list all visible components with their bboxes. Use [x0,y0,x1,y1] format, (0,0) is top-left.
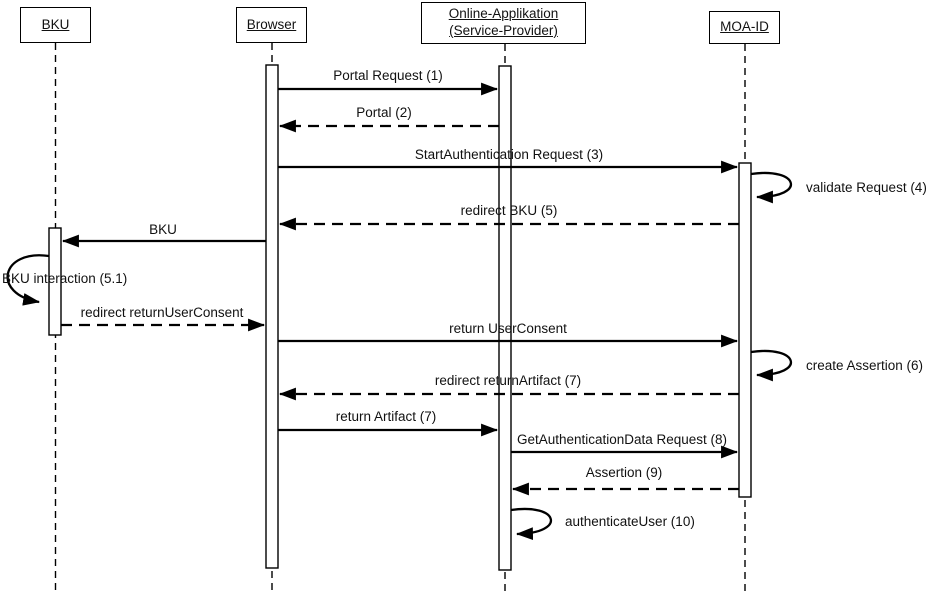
arrow-create-assertion-self [750,349,792,382]
actor-label-bku: BKU [41,16,70,32]
message-label-create-assertion: create Assertion (6) [806,358,924,373]
message-label-return-artifact: return Artifact (7) [335,409,437,424]
message-label-authenticate-user: authenticateUser (10) [565,514,695,529]
actor-label-online-applikation: Online-Applikation (Service-Provider) [448,6,559,38]
message-label-bku: BKU [149,222,177,237]
actor-box-bku: BKU [20,7,91,43]
message-label-portal-request: Portal Request (1) [333,68,443,83]
message-label-portal: Portal (2) [356,105,412,120]
message-label-validate-request: validate Request (4) [806,180,927,195]
actor-label-browser: Browser [246,16,297,32]
actor-box-moa-id: MOA-ID [709,11,780,44]
activation-bar-browser [265,64,279,569]
message-label-redirect-return-user-consent: redirect returnUserConsent [80,305,244,320]
arrow-authenticate-user-self [510,507,552,541]
activation-bar-bku [48,227,62,336]
activation-bar-moa-id [738,162,752,498]
actor-label-moa-id: MOA-ID [720,19,769,35]
message-label-redirect-return-artifact: redirect returnArtifact (7) [434,373,582,388]
message-label-bku-interaction: BKU interaction (5.1) [2,271,128,286]
message-label-get-authentication-data: GetAuthenticationData Request (8) [516,432,728,447]
message-label-assertion: Assertion (9) [585,465,663,480]
message-label-return-user-consent: return UserConsent [449,321,567,336]
message-label-start-authentication-request: StartAuthentication Request (3) [414,147,604,162]
arrow-validate-request-self [750,171,792,204]
actor-box-online-applikation: Online-Applikation (Service-Provider) [421,2,586,44]
arrow-bku-interaction-self [6,254,50,306]
actor-box-browser: Browser [236,7,307,43]
message-label-redirect-bku: redirect BKU (5) [460,203,558,218]
activation-bar-online-applikation [498,65,512,571]
